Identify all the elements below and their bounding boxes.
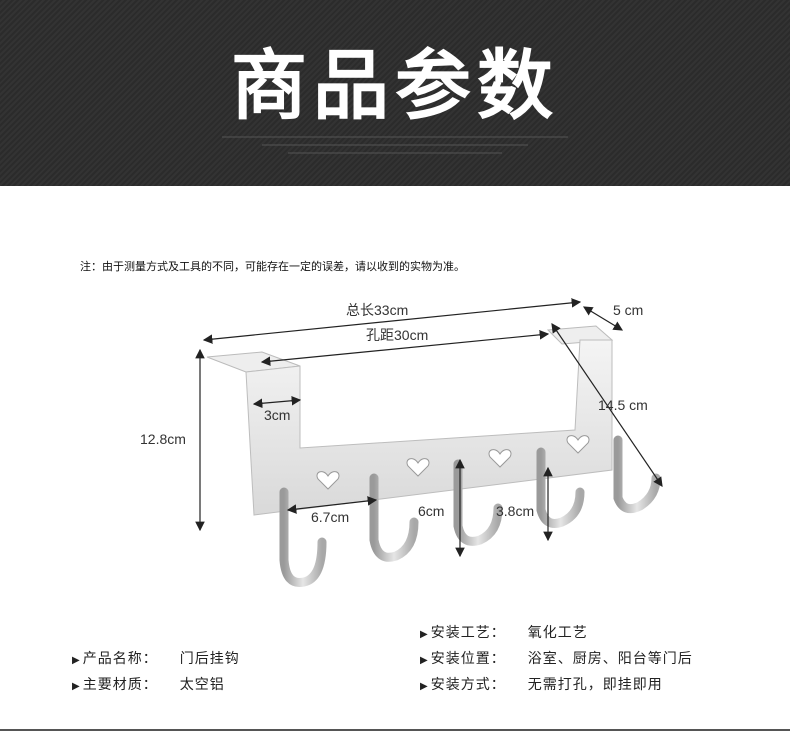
spec-row-process: ▶安装工艺：氧化工艺 (420, 625, 588, 641)
hook-length-label: 6cm (418, 503, 444, 519)
spec-row-material: ▶主要材质：太空铝 (72, 677, 225, 693)
depth-label: 5 cm (613, 302, 643, 318)
banner-decor-lines (222, 136, 568, 154)
heart-icon (316, 471, 340, 490)
page-title: 商品参数 (231, 41, 559, 130)
hook-spacing-line (286, 496, 378, 514)
heart-icon (406, 458, 430, 477)
triangle-right-icon: ▶ (420, 681, 429, 692)
hook-height-label: 14.5 cm (598, 397, 648, 413)
hook-spacing-label: 6.7cm (311, 509, 349, 525)
hook-2 (369, 473, 419, 562)
hole-distance-line (260, 330, 550, 366)
height-label: 12.8cm (140, 431, 186, 447)
hole-distance-label: 孔距30cm (366, 327, 428, 343)
spec-row-location: ▶安装位置：浴室、厨房、阳台等门后 (420, 651, 693, 667)
hook-height-line (551, 323, 663, 487)
top-width-label: 3cm (264, 407, 290, 423)
product-dimension-diagram: 总长33cm 孔距30cm 5 cm 14.5 cm 12.8cm 3cm 6.… (140, 298, 663, 588)
triangle-right-icon: ▶ (420, 655, 429, 666)
hook-5 (613, 435, 661, 514)
triangle-right-icon: ▶ (72, 655, 81, 666)
hook-1 (279, 487, 327, 588)
total-length-label: 总长33cm (346, 302, 408, 318)
spec-row-name: ▶产品名称：门后挂钩 (72, 651, 240, 667)
hook-body (245, 339, 613, 516)
triangle-right-icon: ▶ (420, 629, 429, 640)
triangle-right-icon: ▶ (72, 681, 81, 692)
plate-height-label: 3.8cm (496, 503, 534, 519)
bottom-divider (0, 729, 790, 731)
spec-row-method: ▶安装方式：无需打孔，即挂即用 (420, 677, 663, 693)
top-width-line (252, 395, 302, 409)
measurement-note: 注：由于测量方式及工具的不同，可能存在一定的误差，请以收到的实物为准。 (80, 260, 465, 273)
heart-icon (488, 449, 512, 468)
header-banner: 商品参数 (0, 0, 790, 186)
